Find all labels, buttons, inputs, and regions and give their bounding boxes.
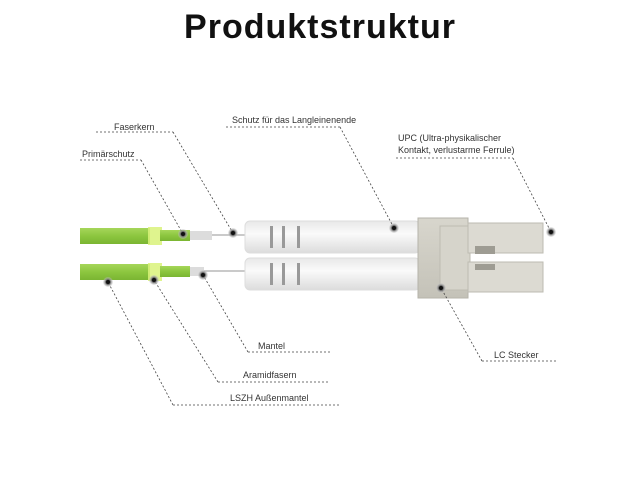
cable-top bbox=[80, 227, 245, 245]
label-schutz: Schutz für das Langleinenende bbox=[232, 115, 357, 125]
leader-lines bbox=[80, 126, 558, 406]
pointer-dots bbox=[103, 223, 556, 293]
label-aramidfasern: Aramidfasern bbox=[243, 370, 297, 380]
boot-bottom bbox=[244, 257, 421, 291]
label-lc-stecker: LC Stecker bbox=[494, 350, 539, 360]
cable-bottom bbox=[80, 263, 245, 281]
page-title: Produktstruktur bbox=[184, 8, 456, 46]
label-upc-line2: Kontakt, verlustarme Ferrule) bbox=[398, 145, 515, 155]
label-faserkern: Faserkern bbox=[114, 122, 155, 132]
label-mantel: Mantel bbox=[258, 341, 286, 351]
boot-top bbox=[244, 220, 421, 254]
label-upc-line1: UPC (Ultra-physikalischer bbox=[398, 133, 502, 143]
label-primaerschutz: Primärschutz bbox=[82, 149, 135, 159]
label-lszh: LSZH Außenmantel bbox=[230, 393, 309, 403]
